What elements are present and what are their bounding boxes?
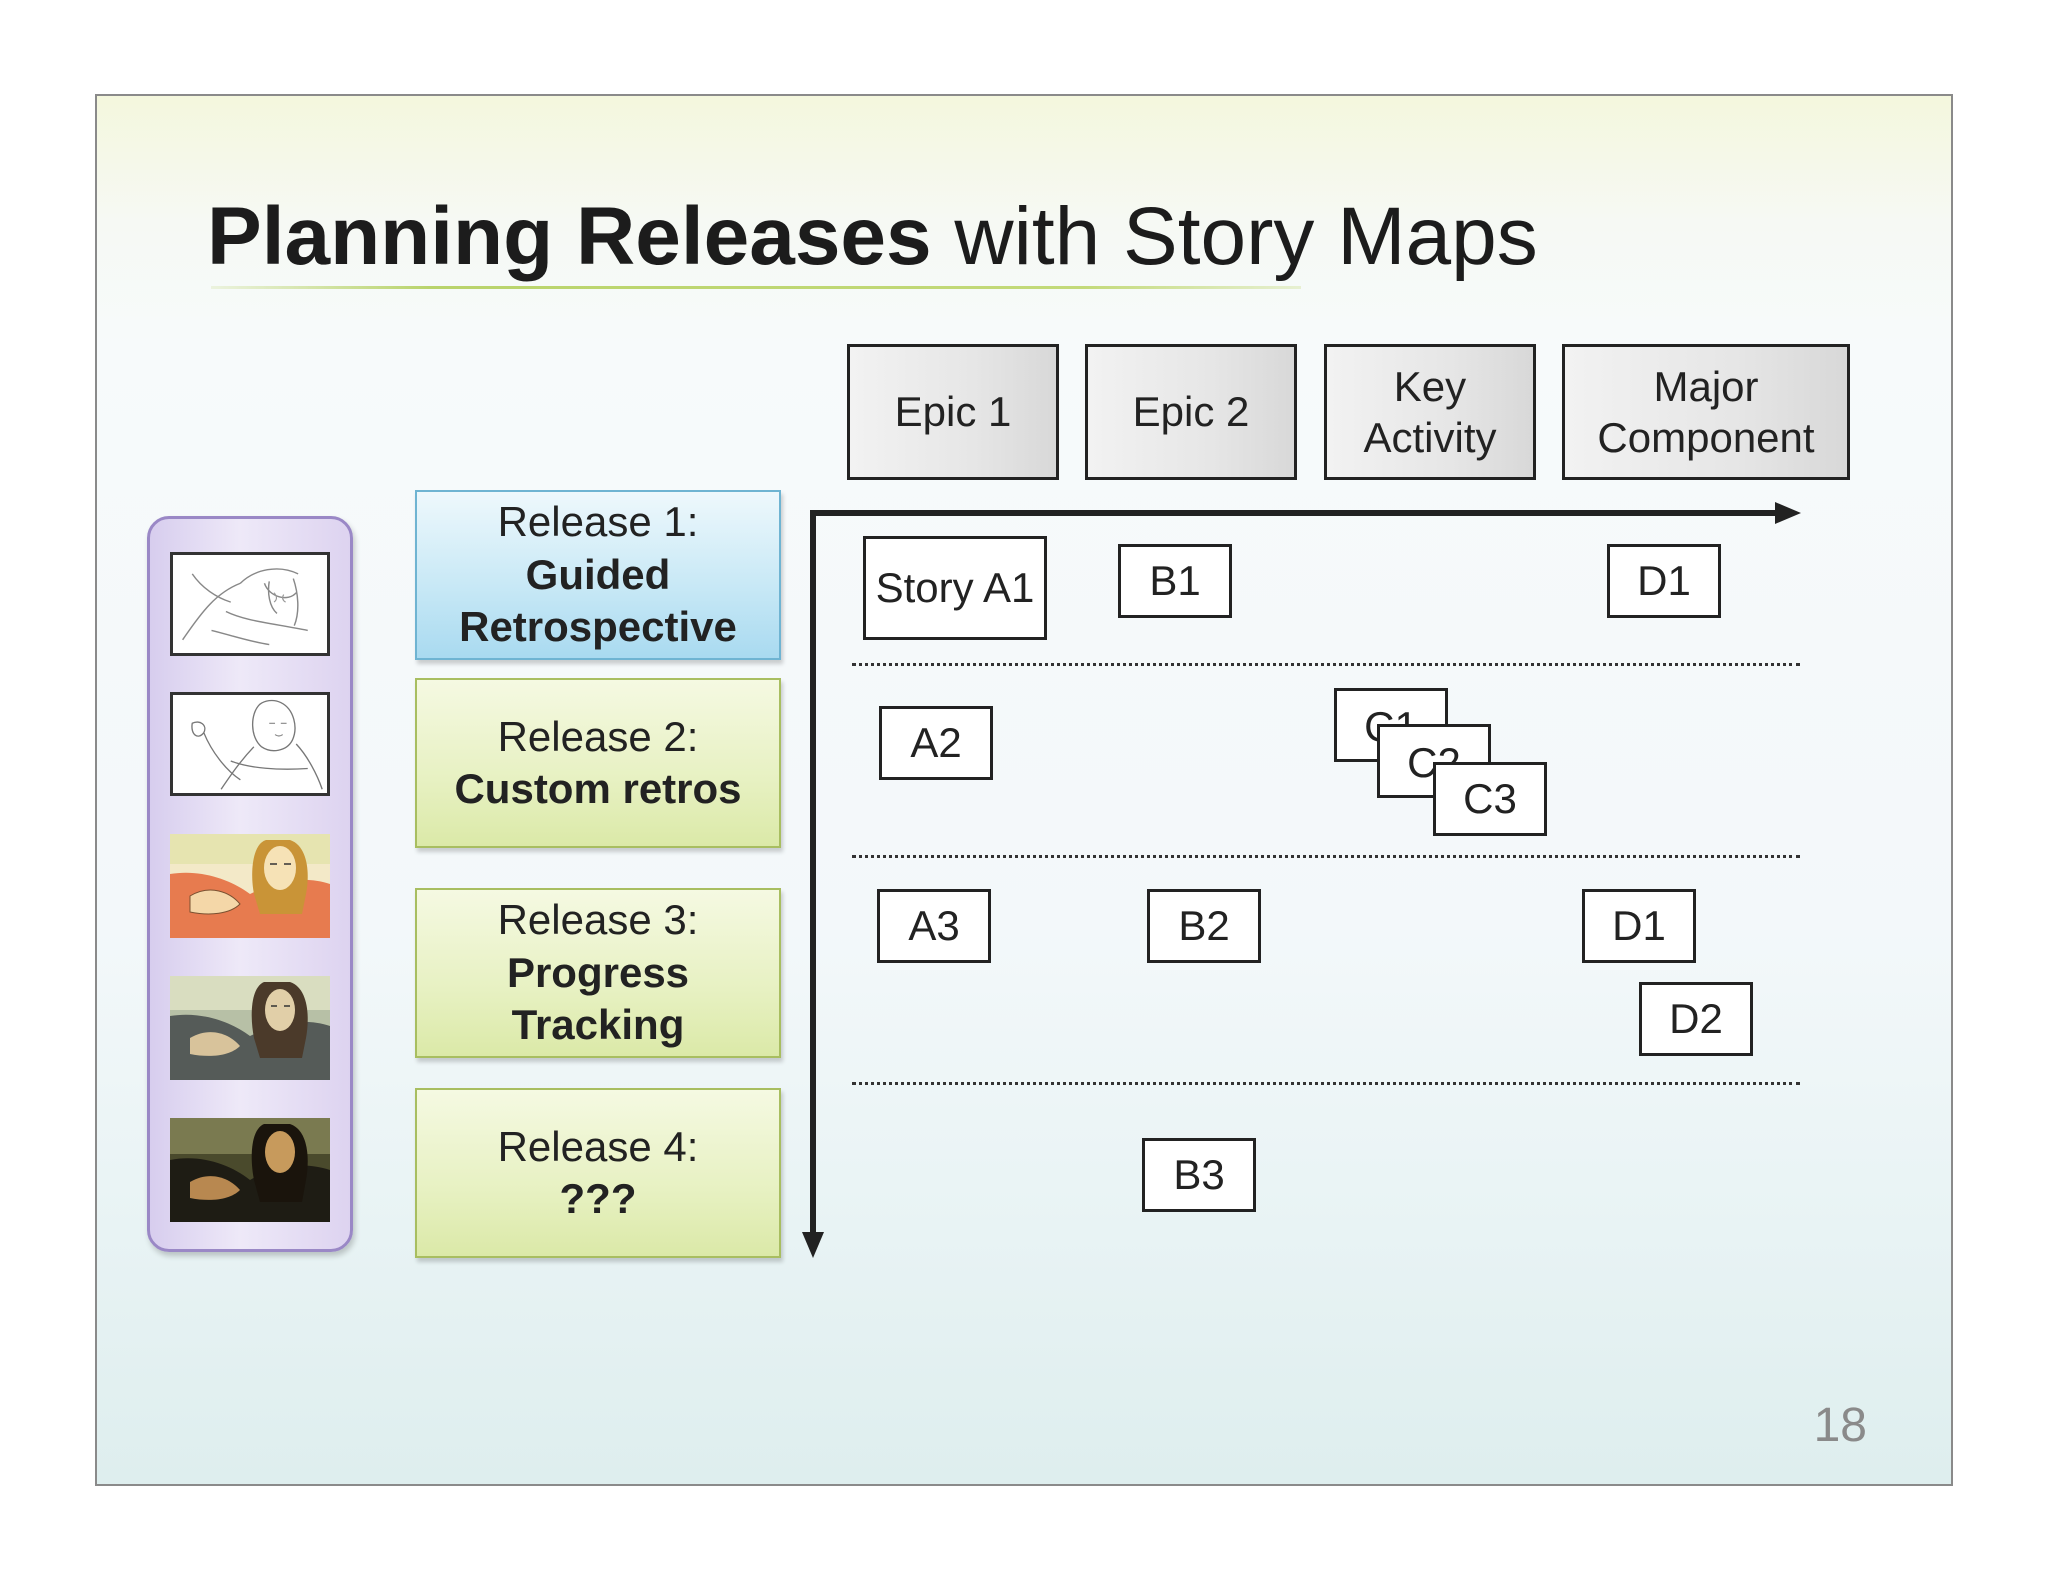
story-label: A3	[908, 902, 960, 949]
story-card-d2: D2	[1639, 982, 1753, 1056]
release-separator	[852, 855, 1800, 858]
slide: Planning Releases with Story Maps Epic 1…	[95, 94, 1953, 1486]
release-3-box: Release 3: Progress Tracking	[415, 888, 781, 1058]
story-card-d1: D1	[1582, 889, 1696, 963]
release-name: Guided Retrospective	[459, 550, 737, 651]
column-header-epic-1: Epic 1	[847, 344, 1059, 480]
release-label: Release 4:	[497, 1122, 699, 1170]
column-header-label: Major Component	[1597, 362, 1815, 461]
muted-color-portrait-icon	[170, 976, 330, 1080]
release-1-box: Release 1: Guided Retrospective	[415, 490, 781, 660]
column-header-label: Key Activity	[1363, 362, 1497, 461]
story-label: C3	[1463, 775, 1517, 822]
release-separator	[852, 1082, 1800, 1085]
slide-title: Planning Releases with Story Maps	[207, 196, 1538, 278]
story-card-a3: A3	[877, 889, 991, 963]
story-label: A2	[910, 719, 962, 766]
release-name: Custom retros	[454, 765, 742, 812]
full-painting-portrait-icon	[170, 1118, 330, 1222]
story-label: B3	[1173, 1151, 1225, 1198]
column-header-key-activity: Key Activity	[1324, 344, 1536, 480]
line-drawing-icon	[170, 692, 330, 796]
release-name: Progress Tracking	[506, 948, 690, 1049]
story-card-d1: D1	[1607, 544, 1721, 618]
story-card-b1: B1	[1118, 544, 1232, 618]
horizontal-axis-arrowhead	[1775, 502, 1801, 524]
sketch-outline-icon	[170, 552, 330, 656]
column-header-label: Epic 2	[1132, 388, 1250, 436]
column-header-epic-2: Epic 2	[1085, 344, 1297, 480]
slide-title-rest: with Story Maps	[931, 191, 1538, 282]
vertical-axis-arrowhead	[802, 1232, 824, 1258]
release-2-box: Release 2: Custom retros	[415, 678, 781, 848]
release-4-box: Release 4: ???	[415, 1088, 781, 1258]
column-header-label: Epic 1	[894, 388, 1012, 436]
story-card-b2: B2	[1147, 889, 1261, 963]
flat-color-portrait-icon	[170, 834, 330, 938]
story-label: Story A1	[875, 564, 1035, 611]
release-label: Release 1:	[497, 498, 699, 546]
release-name: ???	[559, 1175, 637, 1222]
release-separator	[852, 663, 1800, 666]
page-number: 18	[1813, 1399, 1867, 1452]
story-card-a1: Story A1	[863, 536, 1047, 640]
story-card-c3: C3	[1433, 762, 1547, 836]
story-label: B1	[1149, 557, 1201, 604]
story-card-b3: B3	[1142, 1138, 1256, 1212]
release-label: Release 2:	[497, 712, 699, 760]
story-label: B2	[1178, 902, 1230, 949]
story-label: D1	[1637, 557, 1691, 604]
release-label: Release 3:	[497, 896, 699, 944]
column-header-major-component: Major Component	[1562, 344, 1850, 480]
story-card-a2: A2	[879, 706, 993, 780]
story-map-axes	[802, 502, 1801, 1258]
story-label: D2	[1669, 995, 1723, 1042]
slide-title-bold: Planning Releases	[207, 191, 932, 282]
title-underline	[211, 286, 1301, 289]
story-label: D1	[1612, 902, 1666, 949]
